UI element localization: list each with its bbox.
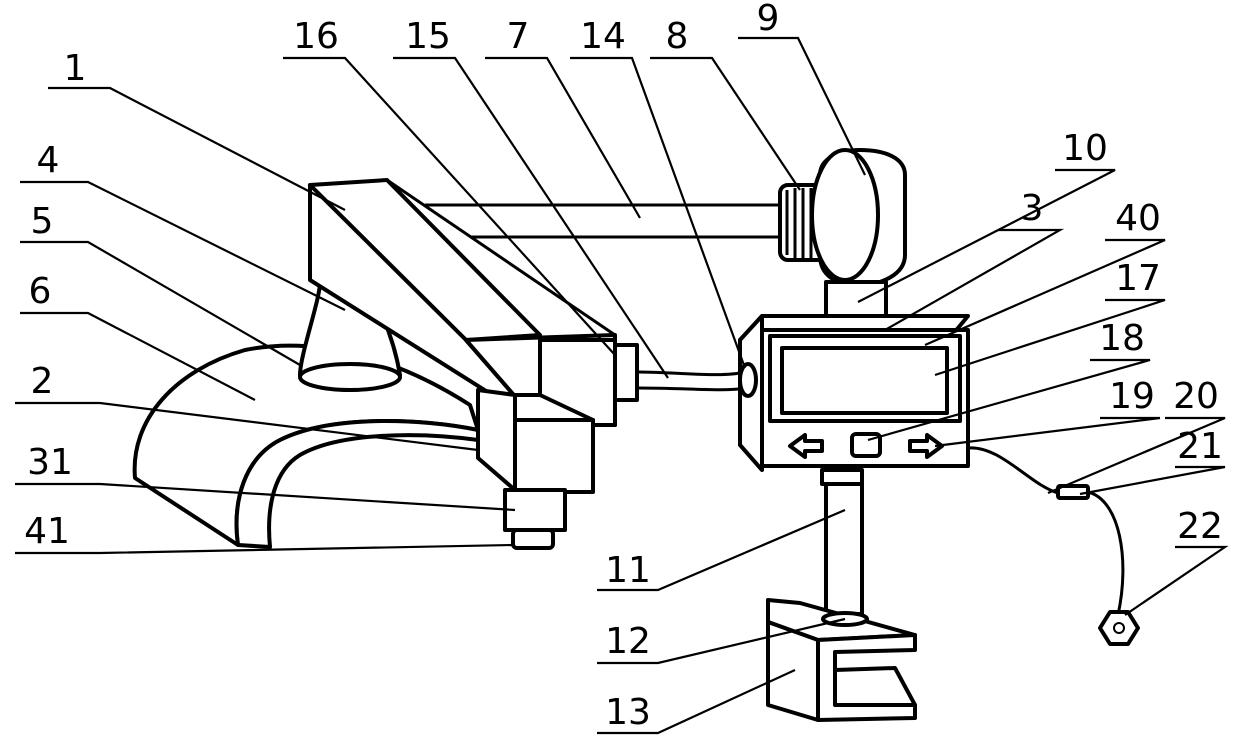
label-7: 7	[507, 16, 530, 57]
label-40: 40	[1115, 198, 1161, 239]
label-14: 14	[580, 16, 626, 57]
rod	[425, 205, 785, 237]
label-4: 4	[37, 140, 60, 181]
label-15: 15	[405, 16, 451, 57]
label-20: 20	[1173, 376, 1219, 417]
clamp	[768, 600, 915, 720]
label-8: 8	[666, 16, 689, 57]
label-6: 6	[29, 271, 52, 312]
pole	[822, 470, 862, 614]
label-11: 11	[605, 550, 651, 591]
label-13: 13	[605, 692, 651, 733]
label-41: 41	[24, 511, 70, 552]
label-16: 16	[293, 16, 339, 57]
probe-tip	[513, 530, 553, 548]
support-post	[826, 282, 886, 318]
motor	[812, 150, 905, 285]
label-19: 19	[1109, 376, 1155, 417]
label-21: 21	[1177, 426, 1223, 467]
connector	[615, 345, 637, 400]
label-3: 3	[1021, 188, 1044, 229]
label-18: 18	[1099, 318, 1145, 359]
label-22: 22	[1177, 506, 1223, 547]
label-10: 10	[1062, 128, 1108, 169]
label-31: 31	[27, 442, 73, 483]
label-2: 2	[31, 361, 54, 402]
label-9: 9	[757, 0, 780, 39]
label-5: 5	[31, 201, 54, 242]
power-cord	[968, 448, 1138, 644]
label-12: 12	[605, 621, 651, 662]
control-box	[740, 316, 968, 470]
label-1: 1	[64, 48, 87, 89]
label-17: 17	[1115, 258, 1161, 299]
